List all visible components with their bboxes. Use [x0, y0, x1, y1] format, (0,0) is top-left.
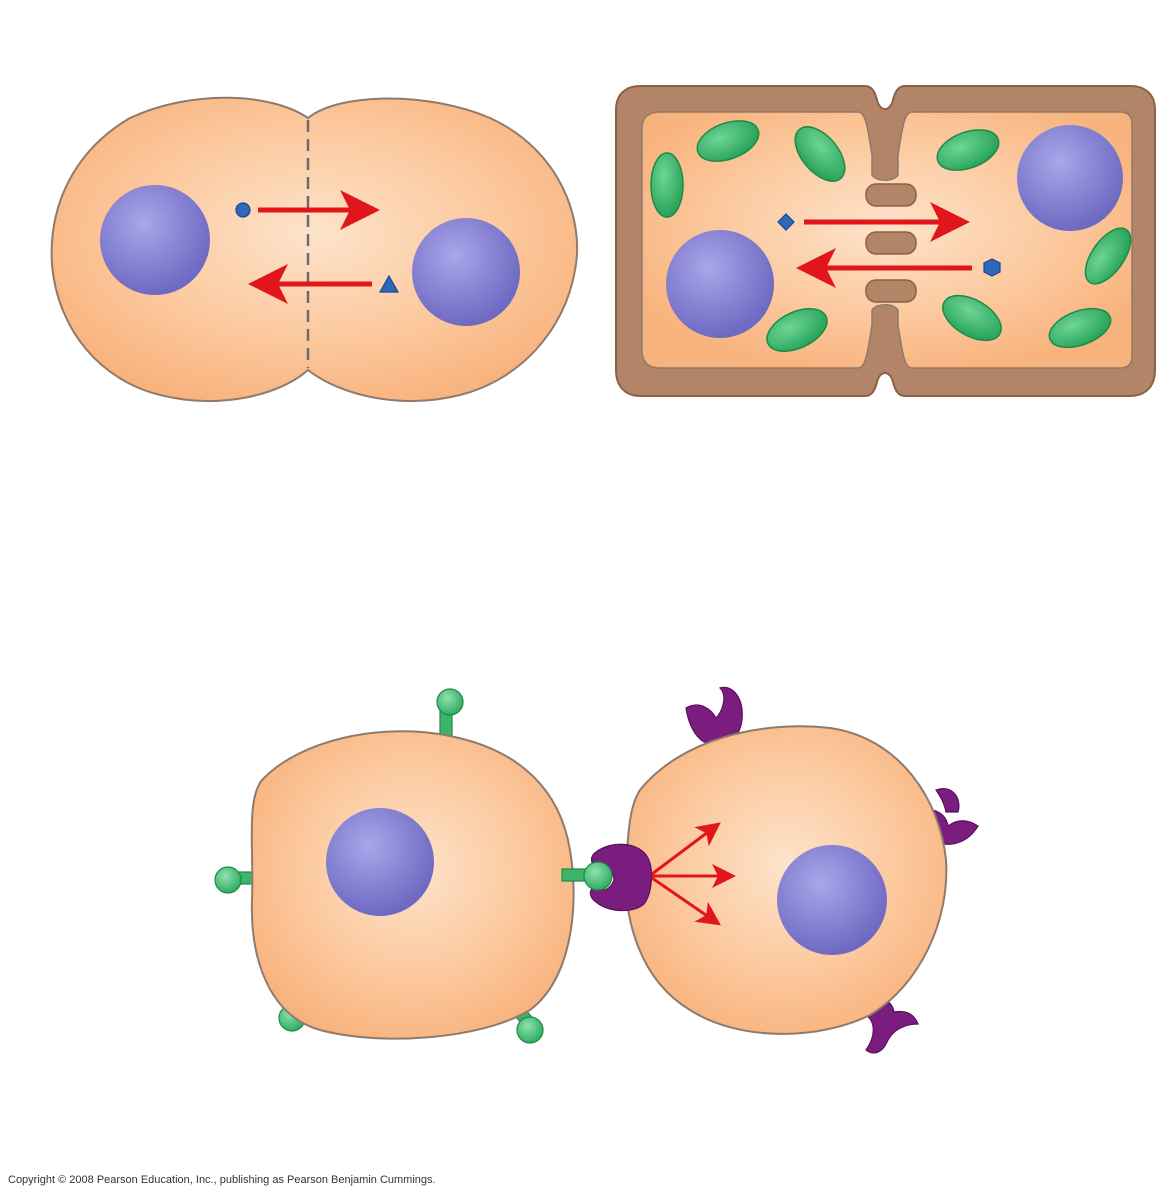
chloroplast: [794, 126, 846, 182]
wall-plug-top: [865, 183, 917, 207]
nucleus-recognition-left: [326, 808, 434, 916]
chloroplast: [766, 308, 828, 352]
copyright-notice: Copyright © 2008 Pearson Education, Inc.…: [8, 1174, 436, 1186]
chloroplast: [1084, 227, 1132, 285]
chloroplast: [1048, 307, 1112, 349]
small-molecule-circle: [235, 202, 251, 218]
small-molecule-diamond: [777, 213, 795, 231]
nucleus-left: [100, 185, 210, 295]
signal-arrow-up: [651, 822, 721, 876]
surface-marker: [436, 688, 464, 741]
chloroplast: [936, 129, 1000, 171]
plasmodesmata-figure: [615, 85, 1156, 397]
nucleus-right: [412, 218, 520, 326]
cell-cell-recognition-figure: [214, 686, 979, 1054]
gap-junction-figure: [50, 96, 579, 402]
nucleus-plant-right: [1017, 125, 1123, 231]
chloroplast: [942, 294, 1002, 342]
small-molecule-hexagon: [983, 258, 1001, 277]
signal-arrow-down: [651, 876, 721, 926]
animal-cell-pair: [50, 96, 579, 402]
small-molecule-triangle: [378, 274, 400, 293]
binding-marker-knob: [583, 861, 613, 891]
nucleus-plant-left: [666, 230, 774, 338]
chloroplast: [650, 152, 684, 218]
wall-plug-bottom: [865, 279, 917, 303]
receptor: [685, 686, 743, 746]
nucleus-recognition-right: [777, 845, 887, 955]
wall-plug-middle: [865, 231, 917, 255]
chloroplast: [696, 120, 760, 162]
